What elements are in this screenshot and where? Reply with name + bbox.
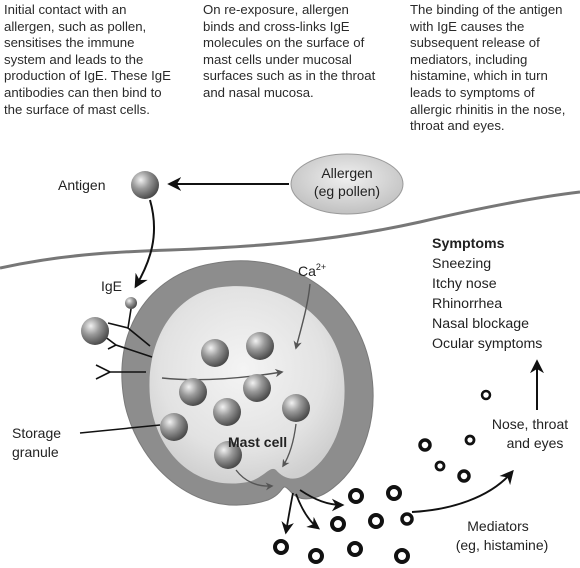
mediator-ring xyxy=(418,438,432,452)
mediator-ring xyxy=(273,539,289,555)
ige-antibodies xyxy=(95,308,153,380)
granule xyxy=(246,332,274,360)
mediators-sub-label: (eg, histamine) xyxy=(456,537,549,553)
antigen-ball xyxy=(131,171,159,199)
storage-granule-pointer xyxy=(79,424,161,434)
allergen-label: Allergen xyxy=(321,165,372,181)
mediator-ring xyxy=(394,548,410,564)
storage-granule-label: granule xyxy=(12,444,59,460)
allergen-sub-label: (eg pollen) xyxy=(314,183,380,199)
symptom-item: Sneezing xyxy=(432,256,491,272)
signal-arrow xyxy=(161,368,284,381)
paragraph-sensitisation: Initial contact with an allergen, such a… xyxy=(4,2,171,117)
granule-exocytosis-arrow xyxy=(235,469,274,491)
mediator-ring xyxy=(368,513,384,529)
calcium-influx-arrow xyxy=(293,283,311,350)
ige-label: IgE xyxy=(101,278,122,294)
target-label: Nose, throat xyxy=(492,416,568,432)
allergen-bubble xyxy=(290,153,404,215)
symptom-item: Rhinorrhea xyxy=(432,296,502,312)
granule xyxy=(160,413,188,441)
symptom-item: Ocular symptoms xyxy=(432,336,542,352)
mediators xyxy=(273,389,492,564)
granule xyxy=(179,378,207,406)
paragraph-re-exposure: On re-exposure, allergen binds and cross… xyxy=(203,2,376,100)
mediator-ring xyxy=(400,512,414,526)
release-arrow xyxy=(281,492,294,535)
mediators-to-target-arrow xyxy=(411,469,514,513)
granule xyxy=(201,339,229,367)
granule xyxy=(282,394,310,422)
storage-granule-label: Storage xyxy=(12,425,61,441)
antigen-label: Antigen xyxy=(58,177,105,193)
mediator-ring xyxy=(308,548,324,564)
mediator-ring xyxy=(330,516,346,532)
mast-cell-label: Mast cell xyxy=(228,434,287,450)
mediator-ring xyxy=(434,460,446,472)
symptom-item: Nasal blockage xyxy=(432,316,529,332)
symptom-item: Itchy nose xyxy=(432,276,497,292)
granules xyxy=(160,332,310,469)
mediator-ring xyxy=(386,485,402,501)
mediator-ring xyxy=(480,389,492,401)
paragraph-mediator-release: The binding of the antigen with IgE caus… xyxy=(410,2,566,134)
granule xyxy=(243,374,271,402)
release-arrow xyxy=(295,493,321,530)
release-arrow xyxy=(299,489,345,512)
granule xyxy=(213,398,241,426)
mucosal-surface-line xyxy=(0,190,580,270)
mediators-label: Mediators xyxy=(467,518,528,534)
ige-bound-antigen xyxy=(125,297,137,309)
granule-exocytosis-arrow xyxy=(282,423,297,468)
mediator-ring xyxy=(347,541,363,557)
mediator-ring xyxy=(464,434,476,446)
calcium-label: Ca2+ xyxy=(298,262,326,279)
mediator-ring xyxy=(348,488,364,504)
granule xyxy=(214,441,242,469)
symptoms-title: Symptoms xyxy=(432,236,505,252)
mediator-ring xyxy=(457,469,471,483)
antigen-to-ige-arrow xyxy=(134,199,156,289)
antigen-crosslink-ball xyxy=(81,317,109,345)
target-sub-label: and eyes xyxy=(507,435,564,451)
